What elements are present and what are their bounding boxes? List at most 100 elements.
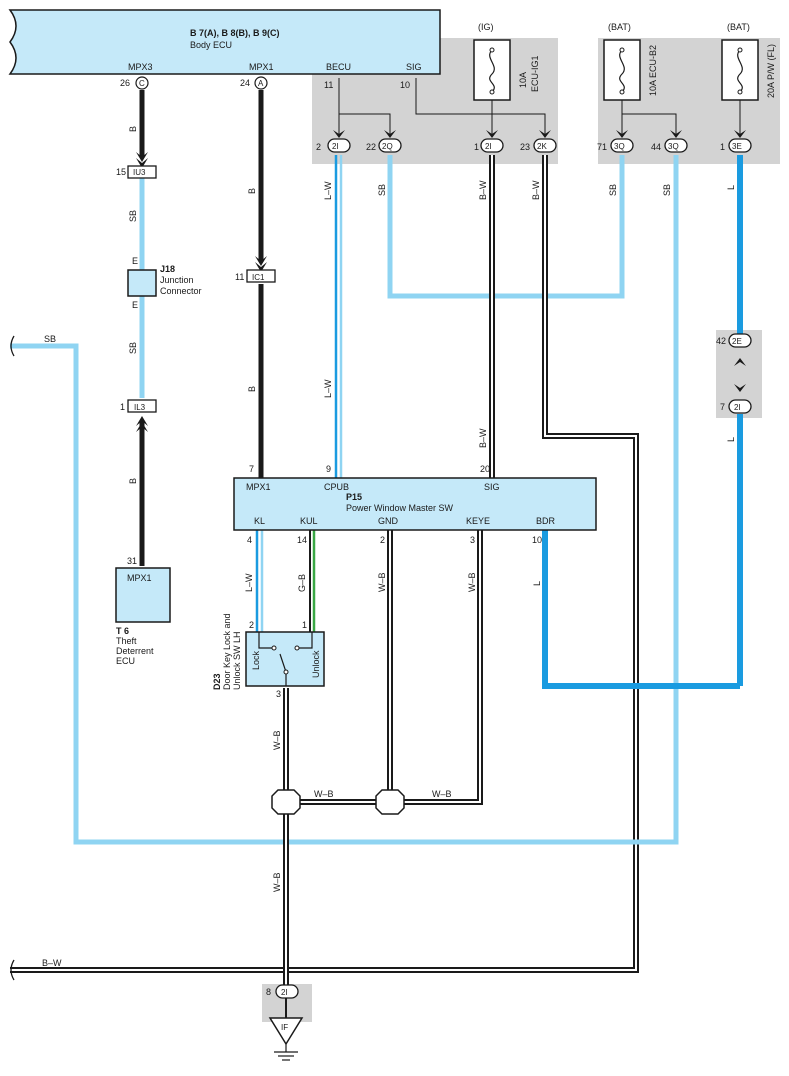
junction-pin-1-2i: 1 2I (474, 138, 504, 153)
svg-text:L–W: L–W (323, 181, 333, 200)
svg-text:L: L (726, 437, 736, 442)
svg-text:1: 1 (302, 620, 307, 630)
svg-text:8: 8 (266, 987, 271, 997)
body-ecu-code: B 7(A), B 8(B), B 9(C) (190, 28, 280, 38)
fuse-source-bat1: (BAT) (608, 22, 631, 32)
svg-text:W–B: W–B (432, 789, 452, 799)
pin-conn-c: C (139, 79, 145, 88)
pin-num-26: 26 (120, 78, 130, 88)
pin-num-10: 10 (400, 80, 410, 90)
svg-text:Deterrent: Deterrent (116, 646, 154, 656)
wire-wb-keye (402, 530, 483, 805)
svg-text:B: B (247, 386, 257, 392)
svg-text:10: 10 (532, 535, 542, 545)
fuse-rating-bat1: 10A ECU-B2 (648, 45, 658, 96)
svg-text:Unlock SW LH: Unlock SW LH (232, 631, 242, 690)
svg-text:Connector: Connector (160, 286, 202, 296)
ground-symbol: IF (268, 998, 304, 1061)
svg-text:7: 7 (720, 402, 725, 412)
svg-text:G–B: G–B (297, 574, 307, 592)
svg-text:GND: GND (378, 516, 399, 526)
svg-text:11: 11 (235, 272, 244, 282)
svg-text:L–W: L–W (323, 379, 333, 398)
pin-circle-a (254, 76, 268, 90)
svg-text:22: 22 (366, 142, 376, 152)
svg-text:2: 2 (380, 535, 385, 545)
svg-text:1: 1 (474, 142, 479, 152)
fuse-source-bat2: (BAT) (727, 22, 750, 32)
svg-text:KL: KL (254, 516, 265, 526)
connector-iu3: 15 IU3 (116, 165, 157, 179)
svg-text:Power Window Master SW: Power Window Master SW (346, 503, 454, 513)
svg-text:MPX1: MPX1 (127, 573, 152, 583)
svg-text:L: L (532, 581, 542, 586)
panel-internal-wiring (338, 78, 741, 134)
svg-text:IU3: IU3 (133, 168, 146, 177)
pin-conn-a: A (258, 79, 264, 88)
svg-text:3E: 3E (732, 142, 742, 151)
theft-deterrent-ecu: 31 MPX1 T 6 Theft Deterrent ECU (115, 556, 171, 666)
svg-text:KEYE: KEYE (466, 516, 490, 526)
svg-text:31: 31 (127, 556, 137, 566)
pin-arrows (136, 130, 746, 432)
junction-pin-71-3q: 71 3Q (597, 138, 634, 153)
svg-text:SB: SB (608, 184, 618, 196)
svg-text:1: 1 (720, 142, 725, 152)
svg-text:B–W: B–W (478, 180, 488, 200)
junction-pin-23-2k: 23 2K (520, 138, 557, 153)
svg-text:MPX1: MPX1 (246, 482, 271, 492)
svg-text:W–B: W–B (314, 789, 334, 799)
fuse-ecu-b2: (BAT) 10A ECU-B2 (603, 22, 658, 101)
svg-text:T 6: T 6 (116, 626, 129, 636)
svg-text:Door Key Lock and: Door Key Lock and (222, 613, 232, 690)
sb-break-mark (10, 335, 15, 357)
junction-pin-7-2i: 7 2I (720, 399, 752, 414)
svg-text:L: L (726, 185, 736, 190)
pin-circle-c (135, 76, 149, 90)
junction-pin-1-3e: 1 3E (720, 138, 752, 153)
svg-text:2K: 2K (537, 142, 547, 151)
pin-label-becu: BECU (326, 62, 351, 72)
svg-text:4: 4 (247, 535, 252, 545)
svg-text:E: E (132, 300, 138, 310)
svg-text:2I: 2I (734, 403, 741, 412)
svg-text:B: B (247, 188, 257, 194)
pin-label-sig: SIG (406, 62, 422, 72)
svg-text:J18: J18 (160, 264, 175, 274)
pin-num-11: 11 (324, 80, 333, 90)
connector-il3: 1 IL3 (120, 399, 157, 413)
svg-text:15: 15 (116, 167, 126, 177)
wire-l-bdr (542, 530, 740, 689)
svg-text:SB: SB (44, 334, 56, 344)
pin-label-mpx1: MPX1 (249, 62, 274, 72)
svg-text:CPUB: CPUB (324, 482, 349, 492)
svg-text:L–W: L–W (244, 573, 254, 592)
svg-text:2: 2 (249, 620, 254, 630)
junction-connector-j18: E E J18 Junction Connector (127, 256, 202, 310)
fuse-name-ig: ECU-IG1 (530, 55, 540, 92)
svg-text:SB: SB (128, 342, 138, 354)
svg-text:3Q: 3Q (614, 142, 625, 151)
bw-break-mark (10, 959, 15, 981)
power-window-master-sw: P15 Power Window Master SW 7 MPX1 9 CPUB… (233, 464, 597, 545)
svg-text:SB: SB (377, 184, 387, 196)
svg-text:2E: 2E (732, 337, 742, 346)
svg-text:B: B (128, 478, 138, 484)
svg-text:42: 42 (716, 336, 726, 346)
wire-color-labels: B SB SB B B B L–W L–W SB B–W B–W B–W SB … (42, 126, 736, 968)
svg-text:W–B: W–B (467, 572, 477, 592)
fuse-ecu-ig1: (IG) 10A ECU-IG1 (473, 22, 540, 101)
svg-text:W–B: W–B (377, 572, 387, 592)
svg-text:SB: SB (128, 210, 138, 222)
svg-text:1: 1 (120, 402, 125, 412)
svg-text:BDR: BDR (536, 516, 556, 526)
svg-text:71: 71 (597, 142, 607, 152)
svg-text:D23: D23 (212, 673, 222, 690)
fuse-rating-bat2: 20A P/W (FL) (766, 44, 776, 98)
wire-sb-2q-3q (387, 155, 625, 299)
svg-text:Theft: Theft (116, 636, 137, 646)
svg-text:P15: P15 (346, 492, 362, 502)
fuse-source-ig: (IG) (478, 22, 494, 32)
svg-text:23: 23 (520, 142, 530, 152)
